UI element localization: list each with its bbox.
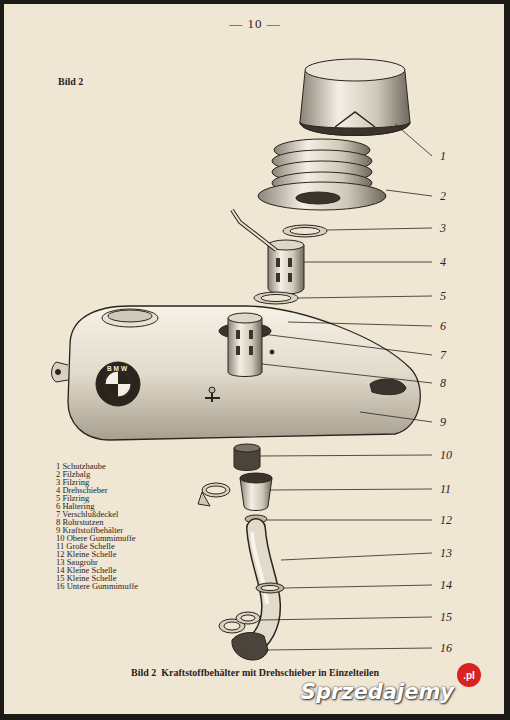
parts-list-entry: 2 Filzbalg: [56, 470, 90, 478]
parts-list-entry-wrap: 7 Verschlußdeckel: [56, 510, 118, 518]
parts-list-entry-wrap: 14 Kleine Schelle: [56, 566, 116, 574]
parts-list-entry-wrap: 12 Kleine Schelle: [56, 550, 116, 558]
watermark-badge: [457, 663, 481, 687]
parts-list-entry: 3 Filzring: [56, 478, 89, 486]
parts-list-entry-wrap: 11 Große Schelle: [56, 542, 115, 550]
callout-number-wrap: 11: [440, 482, 451, 497]
callout-number-wrap: 5: [440, 289, 446, 304]
watermark-wrap: Sprzedajemy: [301, 680, 454, 704]
callout-number-wrap: 10: [440, 448, 452, 463]
page-number-wrap: — 10 —: [229, 16, 281, 32]
badge-text: BMW: [107, 365, 129, 372]
parts-list-entry: 16 Untere Gummimuffe: [56, 582, 138, 590]
figure-caption-wrap: Bild 2 Kraftstoffbehälter mit Drehschieb…: [131, 667, 379, 678]
callout-number: 10: [440, 448, 452, 463]
callout-number-wrap: 7: [440, 348, 446, 363]
watermark: Sprzedajemy: [301, 680, 454, 704]
callout-number: 12: [440, 513, 452, 528]
parts-list-entry-wrap: 15 Kleine Schelle: [56, 574, 116, 582]
callout-number: 5: [440, 289, 446, 304]
callout-number-wrap: 16: [440, 641, 452, 656]
figure-caption: Bild 2 Kraftstoffbehälter mit Drehschieb…: [131, 667, 379, 678]
parts-list-entry: 12 Kleine Schelle: [56, 550, 116, 558]
callout-number: 6: [440, 319, 446, 334]
callout-number: 15: [440, 610, 452, 625]
callout-number-wrap: 1: [440, 149, 446, 164]
parts-list-entry-wrap: 9 Kraftstoffbehälter: [56, 526, 123, 534]
callout-number: 3: [440, 221, 446, 236]
callout-number-wrap: 6: [440, 319, 446, 334]
parts-list-entry-wrap: 16 Untere Gummimuffe: [56, 582, 138, 590]
parts-list-entry: 5 Filzring: [56, 494, 89, 502]
figure-label-wrap: Bild 2: [58, 76, 83, 87]
callout-number-wrap: 3: [440, 221, 446, 236]
callout-number-wrap: 12: [440, 513, 452, 528]
parts-list-entry: 10 Obere Gummimuffe: [56, 534, 136, 542]
parts-list-entry: 7 Verschlußdeckel: [56, 510, 118, 518]
parts-list-entry-wrap: 3 Filzring: [56, 478, 89, 486]
parts-list-entry: 4 Drehschieber: [56, 486, 108, 494]
parts-list-entry: 13 Saugrohr: [56, 558, 98, 566]
callout-number: 11: [440, 482, 451, 497]
page-number: — 10 —: [229, 16, 281, 32]
parts-list-entry-wrap: 5 Filzring: [56, 494, 89, 502]
parts-list-entry: 11 Große Schelle: [56, 542, 115, 550]
parts-list-entry-wrap: 1 Schutzhaube: [56, 462, 106, 470]
callout-number: 4: [440, 255, 446, 270]
watermark-domain-wrap: .pl: [463, 670, 475, 681]
callout-number-wrap: 4: [440, 255, 446, 270]
callout-number: 7: [440, 348, 446, 363]
parts-list-entry: 14 Kleine Schelle: [56, 566, 116, 574]
callout-number: 13: [440, 546, 452, 561]
parts-list-entry: 8 Rohrstutzen: [56, 518, 103, 526]
callout-number-wrap: 9: [440, 415, 446, 430]
parts-list-entry-wrap: 6 Haltering: [56, 502, 94, 510]
callout-number-wrap: 2: [440, 189, 446, 204]
figure-label: Bild 2: [58, 76, 83, 87]
callout-number: 16: [440, 641, 452, 656]
parts-list-entry: 15 Kleine Schelle: [56, 574, 116, 582]
badge-text-wrap: BMW: [107, 365, 129, 372]
parts-list-entry: 9 Kraftstoffbehälter: [56, 526, 123, 534]
callout-number-wrap: 13: [440, 546, 452, 561]
watermark-domain: .pl: [463, 670, 475, 681]
callout-number: 8: [440, 376, 446, 391]
parts-list-entry-wrap: 13 Saugrohr: [56, 558, 98, 566]
callout-number: 14: [440, 578, 452, 593]
parts-list-entry-wrap: 10 Obere Gummimuffe: [56, 534, 136, 542]
callout-number-wrap: 14: [440, 578, 452, 593]
parts-list-entry: 1 Schutzhaube: [56, 462, 106, 470]
parts-list-entry: 6 Haltering: [56, 502, 94, 510]
parts-list-entry-wrap: 4 Drehschieber: [56, 486, 108, 494]
callout-number: 9: [440, 415, 446, 430]
callout-number-wrap: 8: [440, 376, 446, 391]
callout-number-wrap: 15: [440, 610, 452, 625]
parts-list-entry-wrap: 2 Filzbalg: [56, 470, 90, 478]
callout-number: 2: [440, 189, 446, 204]
callout-number: 1: [440, 149, 446, 164]
parts-list-entry-wrap: 8 Rohrstutzen: [56, 518, 103, 526]
